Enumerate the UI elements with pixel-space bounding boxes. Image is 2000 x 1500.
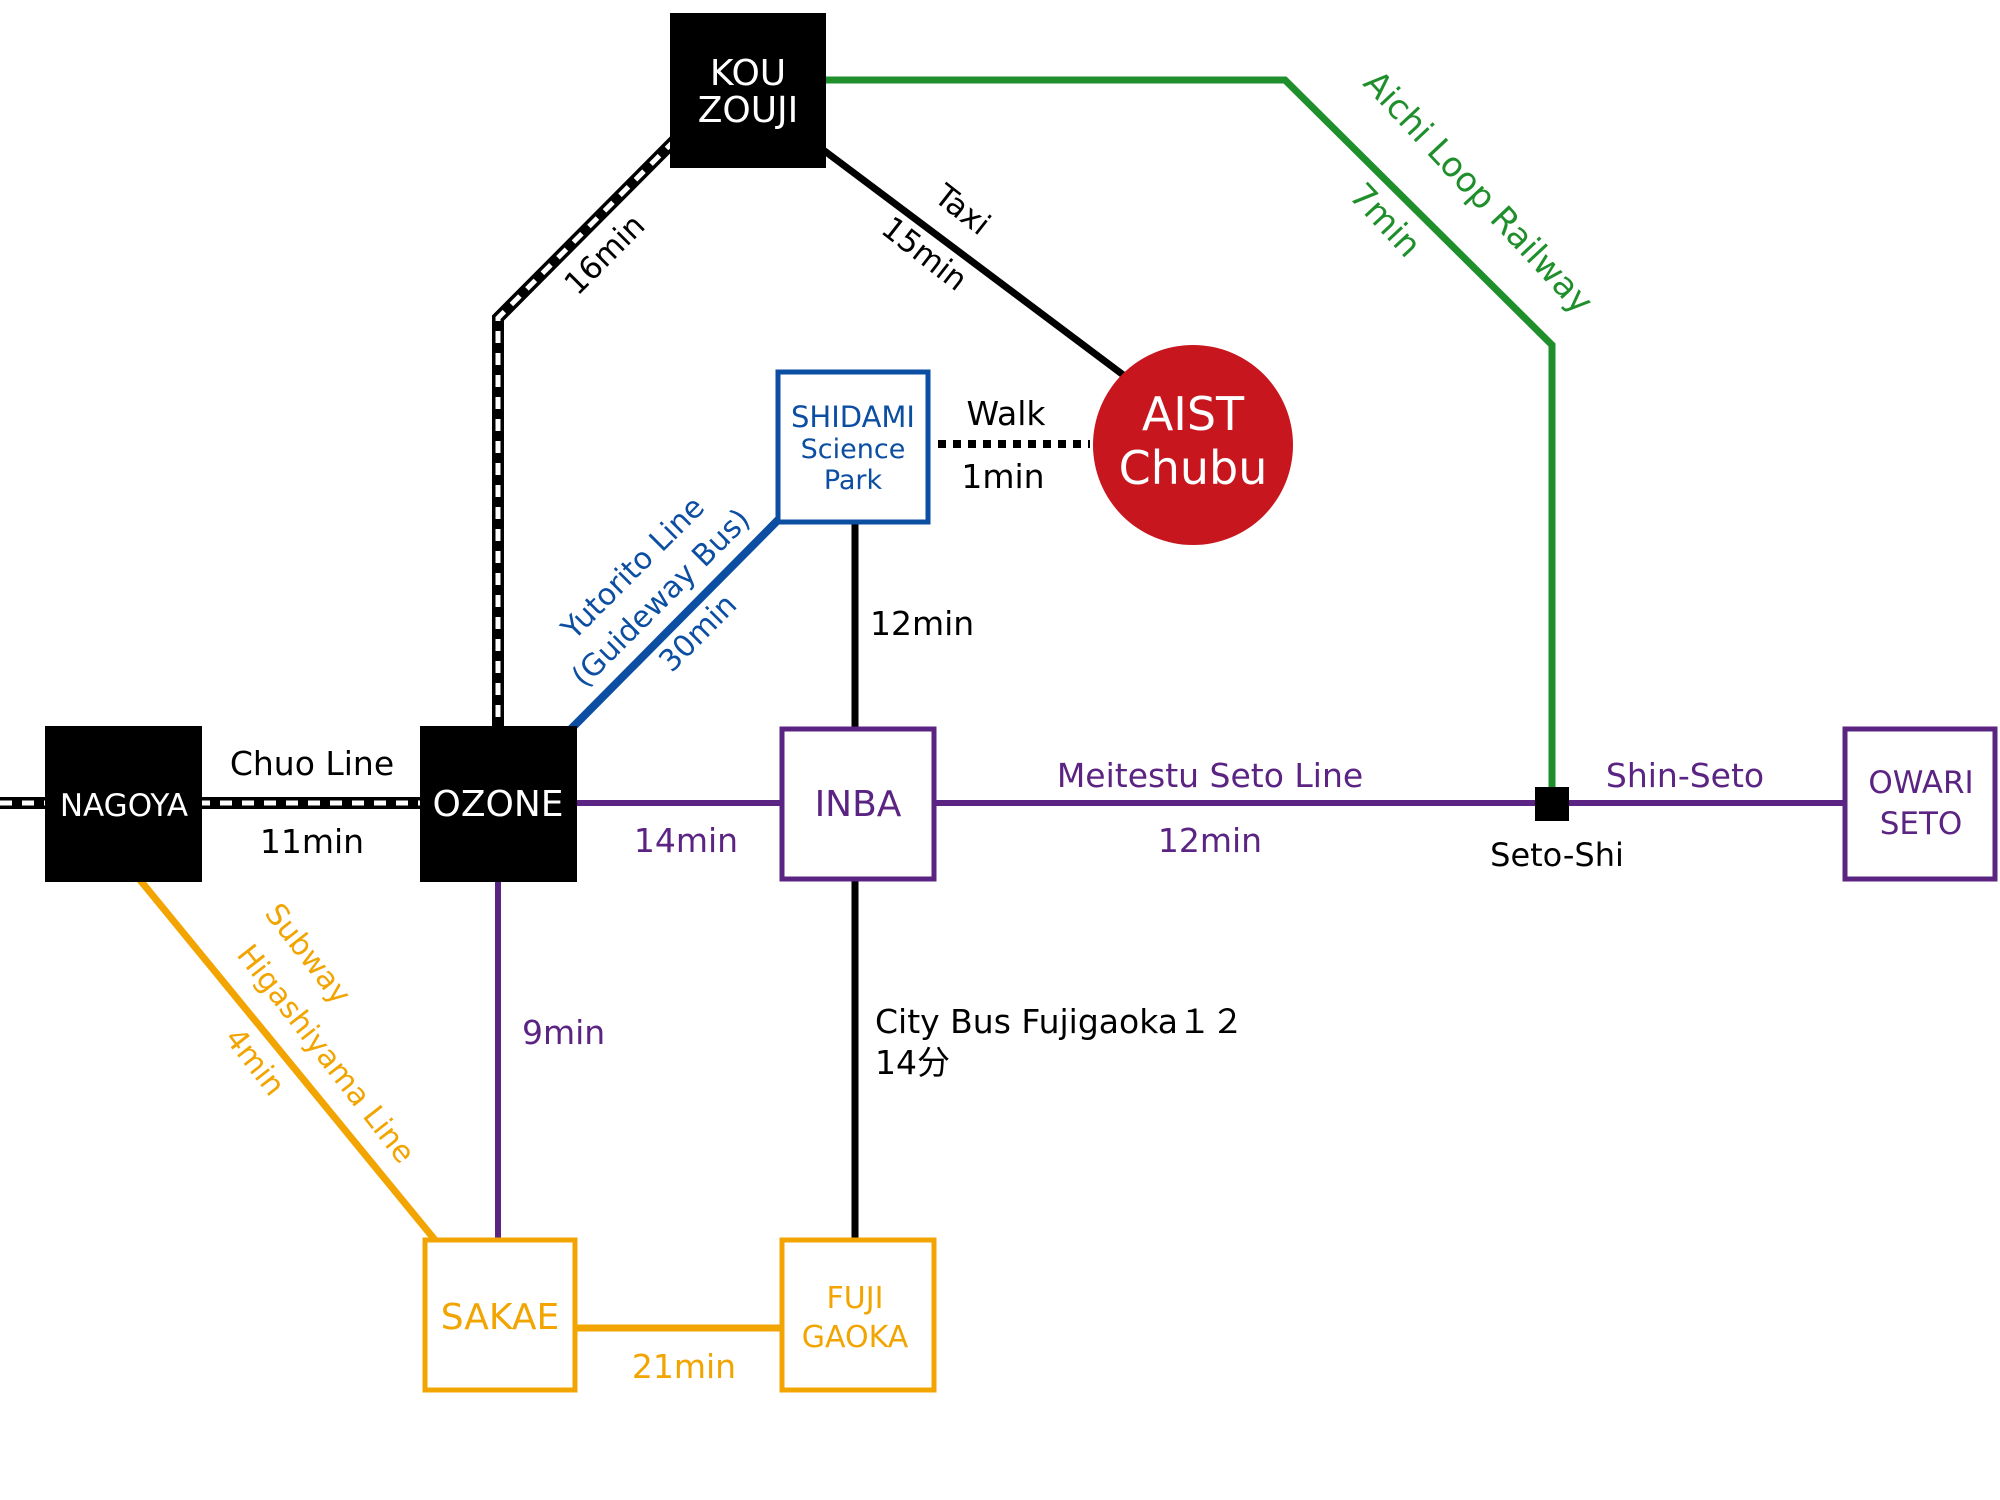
- station-shidami[interactable]: SHIDAMI Science Park: [775, 369, 931, 525]
- station-nagoya[interactable]: NAGOYA: [45, 726, 202, 882]
- yutorito-line: [567, 515, 783, 733]
- station-kouzouji-label-1: KOU: [710, 53, 786, 94]
- ozone-sakae-time: 9min: [522, 1013, 605, 1052]
- walk-name: Walk: [966, 394, 1046, 433]
- station-kouzouji[interactable]: KOU ZOUJI: [670, 13, 826, 168]
- station-inba-label: INBA: [815, 784, 902, 825]
- station-seto-shi[interactable]: Seto-Shi: [1490, 787, 1624, 874]
- station-owari-seto-label-1: OWARI: [1868, 765, 1973, 801]
- meitetsu-time: 12min: [1158, 821, 1262, 860]
- station-fujigaoka[interactable]: FUJI GAOKA: [779, 1237, 937, 1393]
- walk-time: 1min: [961, 457, 1044, 496]
- subway-time: 4min: [217, 1022, 291, 1103]
- kouzouji-ozone-time: 16min: [558, 208, 653, 303]
- sakae-fujigaoka-time: 21min: [632, 1347, 736, 1386]
- subway-line: [137, 877, 438, 1243]
- station-shidami-label-1: SHIDAMI: [791, 400, 915, 434]
- station-sakae-label: SAKAE: [441, 1297, 560, 1338]
- shidami-inba-time: 12min: [870, 604, 974, 643]
- station-owari-seto[interactable]: OWARI SETO: [1842, 726, 1998, 882]
- city-bus-name: City Bus Fujigaoka１２: [875, 1002, 1244, 1041]
- station-nagoya-label: NAGOYA: [60, 788, 188, 824]
- station-ozone[interactable]: OZONE: [420, 726, 577, 882]
- station-ozone-label: OZONE: [432, 784, 563, 825]
- ozone-inba-time: 14min: [634, 821, 738, 860]
- station-kouzouji-label-2: ZOUJI: [698, 90, 799, 131]
- station-inba[interactable]: INBA: [779, 726, 937, 882]
- shin-seto-name: Shin-Seto: [1606, 756, 1764, 795]
- aichi-loop-time: 7min: [1341, 176, 1429, 266]
- destination-label-1: AIST: [1142, 387, 1245, 441]
- station-shidami-label-2: Science: [801, 434, 906, 465]
- station-owari-seto-label-2: SETO: [1880, 806, 1963, 842]
- chuo-line-name: Chuo Line: [230, 744, 394, 783]
- station-sakae[interactable]: SAKAE: [422, 1237, 578, 1393]
- station-seto-shi-label: Seto-Shi: [1490, 836, 1624, 874]
- aichi-loop-line: [820, 76, 1556, 803]
- aichi-loop-name: Aichi Loop Railway: [1355, 63, 1600, 322]
- city-bus-time: 14分: [875, 1043, 950, 1082]
- meitetsu-name: Meitestu Seto Line: [1057, 756, 1363, 795]
- station-shidami-label-3: Park: [824, 465, 883, 496]
- station-fujigaoka-label-1: FUJI: [827, 1281, 884, 1316]
- taxi-line: [807, 137, 1133, 383]
- kouzouji-ozone-line: [492, 135, 680, 730]
- destination-label-2: Chubu: [1119, 441, 1268, 495]
- destination-aist-chubu[interactable]: AIST Chubu: [1093, 345, 1293, 545]
- chuo-line-time: 11min: [260, 822, 364, 861]
- station-fujigaoka-label-2: GAOKA: [802, 1320, 909, 1355]
